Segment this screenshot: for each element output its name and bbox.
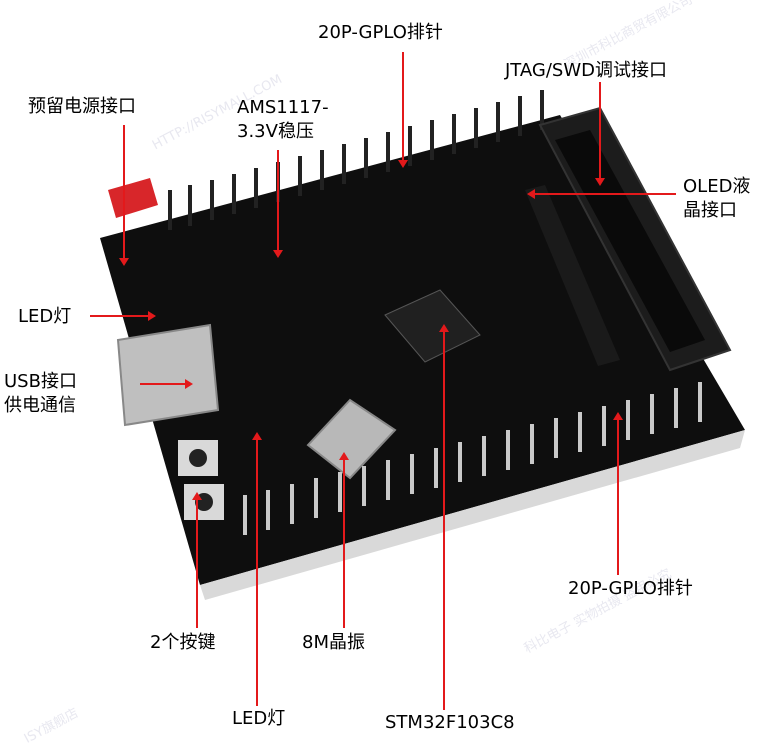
oled-header [525, 185, 620, 366]
crystal-8m [306, 398, 397, 480]
arrow-heads [119, 160, 623, 500]
label-ams1117: AMS1117- 3.3V稳压 [237, 97, 329, 142]
label-oled: OLED液 晶接口 [683, 176, 751, 221]
stm32-chip [384, 289, 481, 363]
label-gpio-bottom: 20P-GPLO排针 [568, 578, 693, 599]
usb-port [116, 323, 220, 427]
label-led-left: LED灯 [18, 306, 72, 327]
pcb-edge [200, 430, 745, 600]
top-pin-header [168, 90, 544, 230]
bottom-pin-header [243, 382, 702, 535]
label-led-bottom: LED灯 [232, 708, 286, 729]
power-header-jumper [108, 178, 158, 218]
annotation-arrows [90, 52, 676, 710]
label-reserved-power: 预留电源接口 [28, 96, 136, 117]
label-gpio-top: 20P-GPLO排针 [318, 22, 443, 43]
label-jtag: JTAG/SWD调试接口 [505, 60, 667, 81]
label-mcu: STM32F103C8 [385, 712, 515, 733]
label-crystal: 8M晶振 [302, 632, 365, 653]
label-usb: USB接口 供电通信 [4, 371, 77, 416]
label-buttons: 2个按键 [150, 632, 216, 653]
